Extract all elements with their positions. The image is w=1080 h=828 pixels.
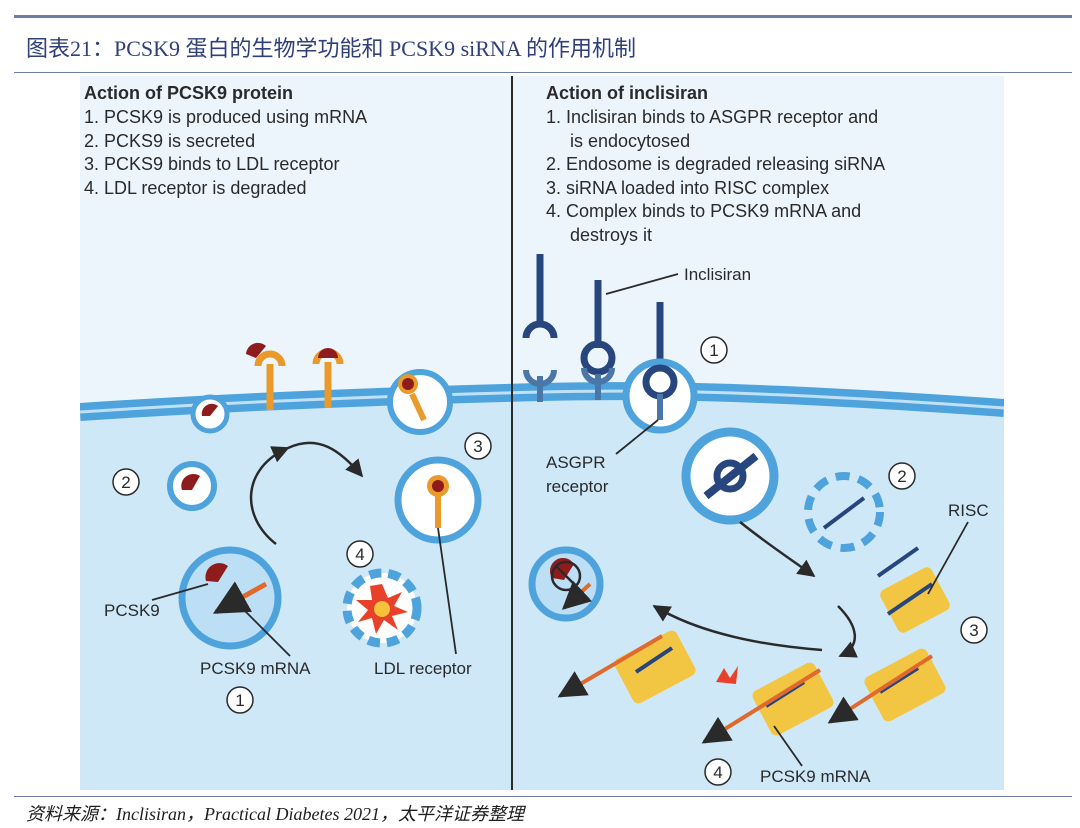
- label-asgpr-2: receptor: [546, 477, 609, 496]
- left-marker-3: 3: [464, 432, 492, 460]
- left-step-2: 2. PCKS9 is secreted: [84, 131, 255, 151]
- leader-pcsk9-mrna-left: [243, 609, 291, 657]
- header-top-rule: [14, 15, 1072, 18]
- asgpr-receptor-1: [523, 369, 557, 402]
- right-marker-3-text: 3: [969, 621, 978, 640]
- label-asgpr-1: ASGPR: [546, 453, 606, 472]
- leader-pcsk9-mrna-right: [773, 725, 803, 767]
- right-panel-title: Action of inclisiran: [546, 83, 708, 103]
- pit-inclisiran-bound: [642, 364, 678, 420]
- degradation-core: [374, 601, 390, 617]
- left-marker-3-text: 3: [473, 437, 482, 456]
- pcsk9-mrna-left: [212, 581, 268, 615]
- right-marker-1-text: 1: [709, 341, 718, 360]
- label-pcsk9-mrna-left: PCSK9 mRNA: [200, 659, 311, 678]
- left-panel-title: Action of PCSK9 protein: [84, 83, 293, 103]
- endosome-ldl-receptor: [427, 475, 449, 528]
- flow-arrow-risc: [837, 605, 858, 658]
- left-marker-4-text: 4: [355, 545, 364, 564]
- label-pcsk9: PCSK9: [104, 601, 160, 620]
- left-marker-1: 1: [226, 686, 254, 714]
- label-ldl-receptor: LDL receptor: [374, 659, 472, 678]
- cycle-arrow-up: [249, 446, 290, 545]
- production-compartment: [178, 546, 282, 650]
- right-step-4a: 4. Complex binds to PCSK9 mRNA and: [546, 201, 861, 221]
- flow-arrow-endosome: [739, 521, 816, 578]
- risc-mrna-complex-1: [557, 630, 696, 704]
- pcsk9-protein-nascent: [205, 563, 228, 582]
- mechanism-diagram: Action of PCSK9 protein 1. PCSK9 is prod…: [79, 76, 1005, 790]
- left-marker-1-text: 1: [235, 691, 244, 710]
- degraded-endosome: [804, 472, 884, 552]
- left-step-3: 3. PCKS9 binds to LDL receptor: [84, 154, 339, 174]
- label-pcsk9-mrna-right: PCSK9 mRNA: [760, 767, 871, 786]
- leader-inclisiran: [605, 273, 679, 295]
- flow-arrow-return: [652, 604, 823, 652]
- leader-pcsk9: [151, 583, 209, 601]
- label-risc: RISC: [948, 501, 989, 520]
- left-marker-2: 2: [112, 468, 140, 496]
- right-marker-3: 3: [960, 616, 988, 644]
- risc-mrna-complex-3: [827, 648, 946, 724]
- right-marker-2-text: 2: [897, 467, 906, 486]
- label-inclisiran: Inclisiran: [684, 265, 751, 284]
- leader-asgpr: [615, 419, 659, 455]
- source-note: 资料来源：Inclisiran，Practical Diabetes 2021，…: [26, 804, 524, 824]
- surface-ldl-receptor-1: [246, 342, 286, 410]
- right-marker-4-text: 4: [713, 763, 722, 782]
- right-step-1a: 1. Inclisiran binds to ASGPR receptor an…: [546, 107, 878, 127]
- free-sirna-strand: [876, 546, 920, 578]
- asgpr-receptor-2: [581, 367, 615, 400]
- figure-title: 图表21：PCSK9 蛋白的生物学功能和 PCSK9 siRNA 的作用机制: [26, 36, 636, 61]
- inclisiran-molecule-1: [522, 254, 558, 339]
- right-marker-2: 2: [888, 462, 916, 490]
- right-step-2: 2. Endosome is degraded releasing siRNA: [546, 154, 885, 174]
- footer-rule: [14, 796, 1072, 797]
- leader-risc: [927, 521, 969, 595]
- right-step-4b: destroys it: [570, 225, 652, 245]
- left-marker-4: 4: [346, 540, 374, 568]
- pit-ldl-receptor: [398, 374, 427, 422]
- surface-ldl-receptor-2: [312, 348, 344, 408]
- right-marker-1: 1: [700, 336, 728, 364]
- inclisiran-molecule-2: [580, 280, 616, 376]
- right-step-3: 3. siRNA loaded into RISC complex: [546, 178, 829, 198]
- risc-mrna-complex-2: [701, 662, 834, 744]
- right-marker-4: 4: [704, 758, 732, 786]
- endosome-inclisiran: [703, 452, 759, 500]
- diagram-svg: Action of PCSK9 protein 1. PCSK9 is prod…: [79, 76, 1005, 790]
- destroyed-mrna: [561, 580, 593, 610]
- risc-complex: [880, 567, 950, 633]
- pcsk9-protein-pit: [201, 403, 218, 416]
- left-step-4: 4. LDL receptor is degraded: [84, 178, 306, 198]
- left-step-1: 1. PCSK9 is produced using mRNA: [84, 107, 367, 127]
- right-step-1b: is endocytosed: [570, 131, 690, 151]
- header-bottom-rule: [14, 72, 1072, 73]
- leader-ldl-receptor: [437, 527, 457, 655]
- left-marker-2-text: 2: [121, 473, 130, 492]
- released-sirna: [822, 496, 866, 530]
- pcsk9-protein-vesicle: [181, 473, 200, 490]
- cycle-arrow-right: [287, 441, 364, 478]
